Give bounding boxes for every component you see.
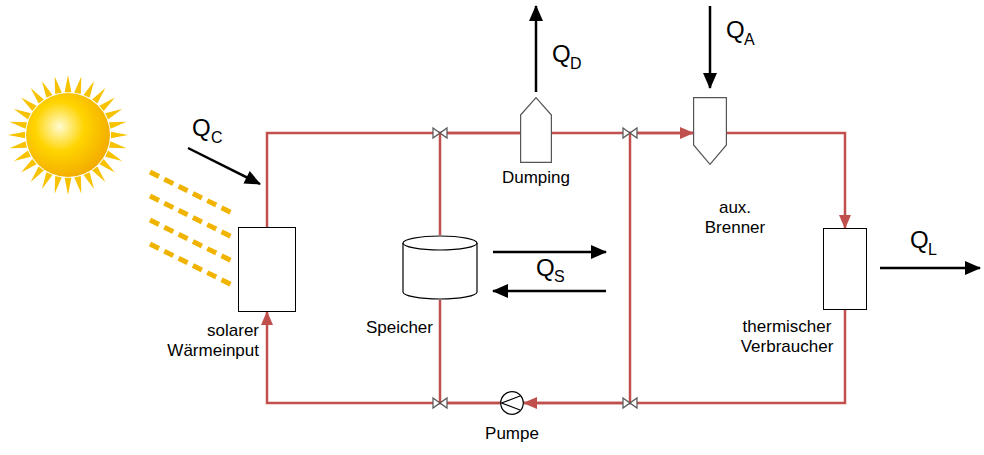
heat-flow-subscript: A bbox=[744, 32, 755, 48]
valve-symbol bbox=[623, 398, 637, 408]
pump-impeller bbox=[502, 396, 521, 410]
node-label: Dumping bbox=[486, 168, 586, 188]
pipe-connector bbox=[267, 133, 520, 227]
node-label: Pumpe bbox=[462, 424, 562, 444]
heat-flow-arrow bbox=[880, 267, 980, 270]
sun-ray bbox=[105, 109, 122, 119]
dumping-outline bbox=[521, 98, 552, 163]
sun-ray bbox=[65, 178, 72, 195]
sun-light-rays bbox=[150, 172, 232, 285]
sun-ray bbox=[74, 77, 81, 94]
sun-ray bbox=[31, 166, 44, 181]
heat-flow-subscript: S bbox=[554, 269, 565, 285]
sun-ray bbox=[99, 159, 114, 172]
sun-ray bbox=[21, 159, 36, 172]
node-label: solarer Wärmeinput bbox=[159, 321, 259, 362]
pump-outline bbox=[501, 392, 524, 415]
node-label: aux. Brenner bbox=[695, 198, 775, 239]
sun-ray bbox=[65, 75, 72, 92]
tank-lid bbox=[403, 236, 477, 250]
sun-ray bbox=[10, 141, 27, 148]
sun-ray bbox=[8, 132, 25, 139]
light-ray bbox=[150, 220, 232, 261]
auxiliary-burner: aux. Brenner bbox=[693, 97, 727, 165]
light-ray bbox=[150, 172, 232, 213]
sun-ray bbox=[84, 172, 94, 189]
light-ray bbox=[150, 244, 232, 285]
shape-outline bbox=[500, 391, 524, 415]
sun-ray bbox=[92, 88, 105, 103]
heat-flow-symbol: Q bbox=[536, 256, 555, 280]
sun-ray bbox=[42, 81, 52, 98]
consumer-box: thermischer Verbraucher bbox=[823, 228, 867, 310]
node-label: thermischer Verbraucher bbox=[735, 317, 839, 358]
heat-flow-arrow bbox=[535, 6, 538, 92]
sun-ray bbox=[55, 77, 62, 94]
sun-ray bbox=[105, 151, 122, 161]
sun-ray bbox=[74, 176, 81, 193]
sun-ray bbox=[84, 81, 94, 98]
heat-flow-symbol: Q bbox=[192, 116, 211, 140]
sun-ray bbox=[10, 122, 27, 129]
heat-flow-arrow bbox=[493, 251, 606, 254]
sun-ray bbox=[99, 98, 114, 111]
node-label: Speicher bbox=[343, 318, 433, 338]
valve-symbol bbox=[433, 128, 447, 138]
heat-flow-symbol: Q bbox=[726, 18, 745, 42]
dumping-unit: Dumping bbox=[520, 97, 552, 163]
sun-ray bbox=[55, 176, 62, 193]
heat-flow-symbol: Q bbox=[910, 228, 929, 252]
storage-tank: Speicher bbox=[402, 235, 478, 300]
tank-body bbox=[403, 243, 477, 299]
heat-flow-arrow bbox=[493, 290, 606, 293]
heat-flow-arrow bbox=[188, 148, 260, 184]
heat-flow-subscript: C bbox=[211, 130, 223, 146]
sun bbox=[26, 93, 110, 177]
heat-flow-arrow bbox=[709, 6, 712, 88]
shape-outline bbox=[402, 235, 478, 300]
sun-ray bbox=[42, 172, 52, 189]
sun-ray bbox=[14, 151, 31, 161]
collector-box: solarer Wärmeinput bbox=[238, 227, 296, 312]
sun-ray bbox=[109, 141, 126, 148]
pipe-connector bbox=[524, 310, 845, 403]
valve-symbol bbox=[433, 398, 447, 408]
burner-outline bbox=[694, 98, 727, 165]
heat-flow-subscript: L bbox=[928, 242, 937, 258]
sun-ray bbox=[21, 98, 36, 111]
pipe-connector bbox=[440, 300, 500, 403]
sun-ray bbox=[111, 132, 128, 139]
sun-ray bbox=[31, 88, 44, 103]
sun-ray bbox=[92, 166, 105, 181]
shape-outline bbox=[520, 97, 552, 163]
sun-rays bbox=[8, 75, 128, 195]
heat-flow-subscript: D bbox=[570, 56, 582, 72]
pipe-connector bbox=[267, 312, 500, 403]
shape-outline bbox=[693, 97, 727, 165]
sun-ray bbox=[14, 109, 31, 119]
heat-flow-symbol: Q bbox=[552, 42, 571, 66]
pump-symbol: Pumpe bbox=[500, 391, 524, 415]
light-ray bbox=[150, 196, 232, 237]
valve-symbol bbox=[623, 128, 637, 138]
sun-ray bbox=[109, 122, 126, 129]
